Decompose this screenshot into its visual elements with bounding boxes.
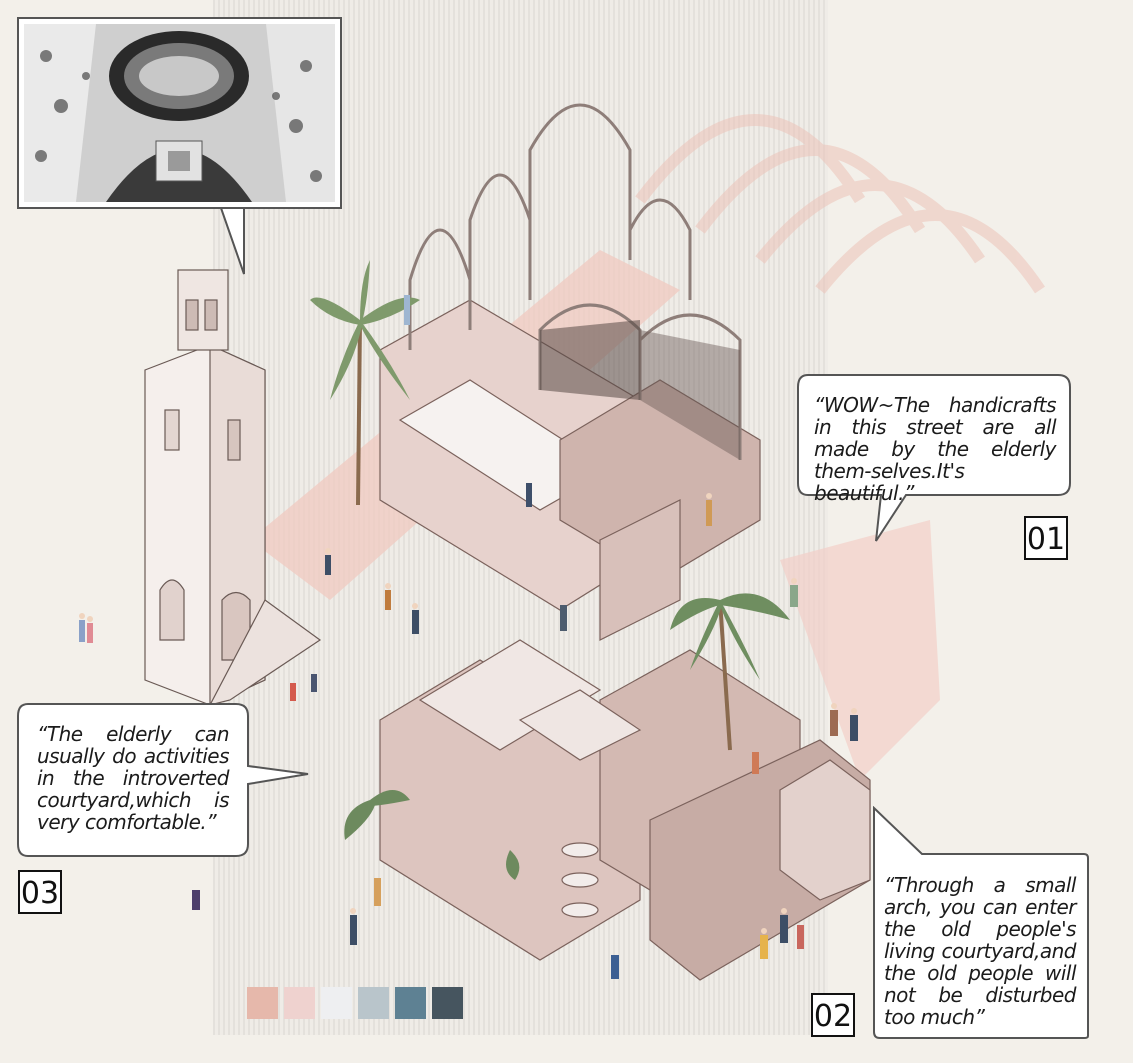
palette-swatch xyxy=(284,987,315,1019)
callout-02-bubble xyxy=(873,806,1089,1039)
label-02: 02 xyxy=(811,993,855,1037)
palette-swatch xyxy=(395,987,426,1019)
callout-03-text: “The elderly can usually do activities i… xyxy=(37,722,230,834)
callout-01-bubble xyxy=(797,374,1071,542)
callout-03-bubble xyxy=(17,703,309,857)
callout-01-text: “WOW~The handicrafts in this street are … xyxy=(814,393,1057,505)
palette-swatch xyxy=(247,987,278,1019)
color-palette xyxy=(247,987,463,1019)
palette-swatch xyxy=(358,987,389,1019)
label-01: 01 xyxy=(1024,516,1068,560)
courtyard-photo-callout xyxy=(17,17,342,275)
label-03: 03 xyxy=(18,870,62,914)
palette-swatch xyxy=(432,987,463,1019)
callout-02-text: “Through a small arch, you can enter the… xyxy=(884,873,1077,1029)
palette-swatch xyxy=(321,987,352,1019)
palm-tree-icon xyxy=(670,593,790,751)
